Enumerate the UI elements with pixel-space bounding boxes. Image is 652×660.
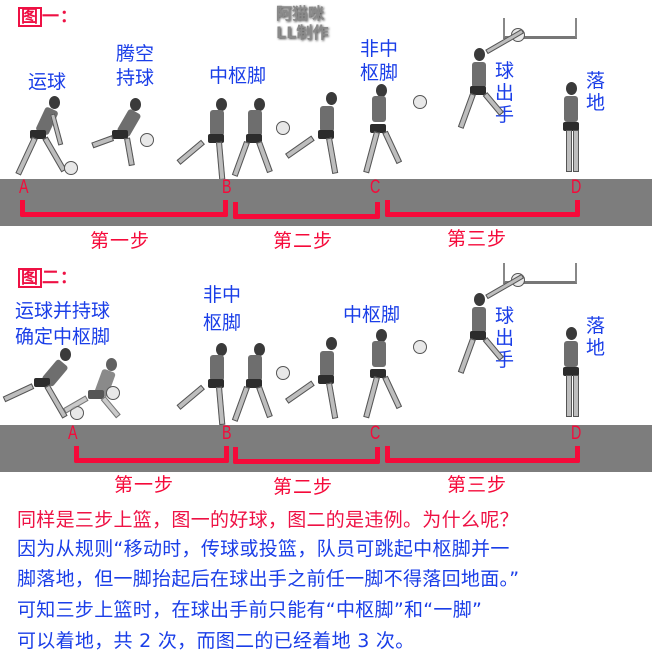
figure2-step-band	[0, 425, 652, 472]
step1-label: 第一步	[90, 230, 151, 252]
ball-icon	[64, 161, 78, 175]
point-a-2: A	[68, 423, 78, 444]
figure1-title: 图一：	[18, 2, 78, 27]
label-non-pivot-foot-2: 非中枢脚	[203, 284, 242, 334]
explanation-conclusion-line1: 可知三步上篮时，在球出手前只能有“中枢脚”和“一脚”	[17, 599, 483, 621]
point-a: A	[19, 177, 29, 198]
label-non-pivot-foot: 非中枢脚	[360, 38, 399, 84]
figure2-title-rest: 二：	[42, 268, 78, 288]
step3-bracket-2	[385, 446, 580, 463]
label-pivot-foot-2: 中枢脚	[343, 304, 401, 326]
figure2-title-box: 图	[18, 268, 42, 288]
explanation-rule-line1: 因为从规则“移动时，传球或投篮，队员可跳起中枢脚并一	[17, 538, 510, 560]
step2-label: 第二步	[273, 230, 334, 252]
step2-label-2: 第二步	[273, 476, 334, 498]
watermark: 阿猫咪 LL制作	[276, 4, 328, 42]
figure1-title-box: 图	[18, 7, 42, 27]
ball-icon	[413, 95, 427, 109]
step3-label: 第三步	[447, 228, 508, 250]
ball-icon	[106, 386, 120, 400]
label-dribble-catch-line2: 确定中枢脚	[15, 326, 111, 348]
ball-icon	[413, 340, 427, 354]
step3-bracket	[385, 200, 580, 217]
step1-bracket-2	[74, 446, 229, 463]
basket-hoop-icon	[503, 263, 577, 284]
ball-icon	[276, 121, 290, 135]
point-d: D	[571, 177, 582, 198]
label-release-2: 球出手	[495, 305, 515, 371]
point-c-2: C	[370, 423, 381, 444]
point-d-2: D	[571, 423, 582, 444]
step1-label-2: 第一步	[114, 474, 175, 496]
step3-label-2: 第三步	[447, 474, 508, 496]
explanation-rule-line2: 脚落地，但一脚抬起后在球出手之前任一脚不得落回地面。”	[17, 568, 520, 590]
watermark-line2: LL制作	[276, 23, 329, 42]
label-landing: 落地	[586, 70, 606, 114]
label-dribble-catch-line1: 运球并持球	[15, 300, 111, 322]
ball-icon	[276, 366, 290, 380]
watermark-line1: 阿猫咪	[276, 4, 325, 23]
ball-icon	[140, 133, 154, 147]
label-dribble: 运球	[28, 71, 67, 93]
step1-bracket	[20, 200, 228, 217]
step2-bracket	[233, 202, 380, 219]
label-landing-2: 落地	[586, 315, 606, 359]
basket-hoop-icon	[503, 18, 577, 39]
explanation-question: 同样是三步上篮，图一的好球，图二的是违例。为什么呢？	[17, 509, 519, 531]
figure1-title-rest: 一：	[42, 7, 78, 27]
label-airborne-catch: 腾空持球	[116, 43, 155, 89]
label-pivot-foot: 中枢脚	[209, 65, 267, 87]
figure2-title: 图二：	[18, 263, 78, 288]
explanation-conclusion-line2: 可以着地，共 2 次，而图二的已经着地 3 次。	[17, 630, 415, 652]
point-b: B	[222, 177, 232, 198]
label-release: 球出手	[495, 60, 515, 126]
point-b-2: B	[222, 423, 232, 444]
point-c: C	[370, 177, 381, 198]
step2-bracket-2	[233, 447, 380, 464]
